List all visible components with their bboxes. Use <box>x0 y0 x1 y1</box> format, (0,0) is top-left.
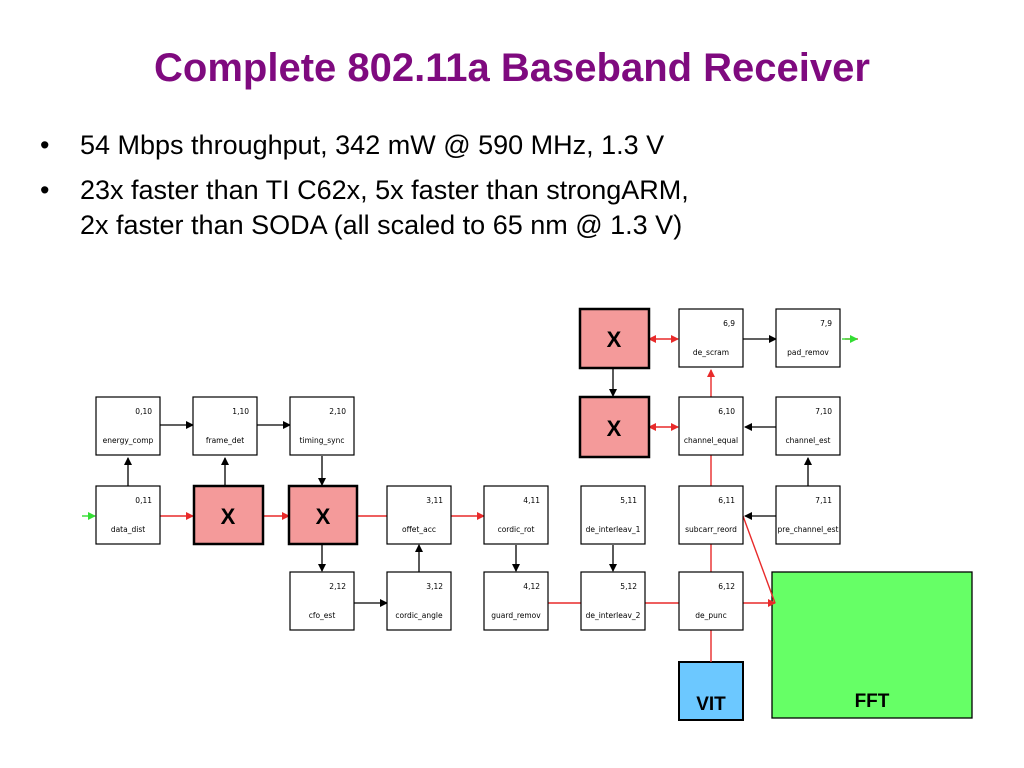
block-timing-sync: 2,10 timing_sync <box>289 396 355 456</box>
block-name: frame_det <box>206 436 244 445</box>
block-coord: 7,9 <box>820 319 832 328</box>
block-coord: 0,11 <box>135 496 152 505</box>
red-path <box>742 515 776 604</box>
block-name: timing_sync <box>300 436 345 445</box>
bullet-list: • 54 Mbps throughput, 342 mW @ 590 MHz, … <box>36 128 996 253</box>
block-coord: 5,11 <box>620 496 637 505</box>
block-coord: 6,9 <box>723 319 735 328</box>
x-block <box>578 395 651 459</box>
block-coord: 1,10 <box>232 407 249 416</box>
block-pad-remov: 7,9 pad_remov <box>775 308 841 368</box>
block-box <box>95 396 161 456</box>
block-de-interleav-2: 5,12 de_interleav_2 <box>580 571 646 631</box>
x-label: X <box>607 416 622 441</box>
block-de-scram: 6,9 de_scram <box>678 308 744 368</box>
block-name: subcarr_reord <box>685 525 737 534</box>
block-name: pad_remov <box>787 348 829 357</box>
block-channel-est: 7,10 channel_est <box>775 396 841 456</box>
x-block <box>287 484 359 546</box>
block-name: de_interleav_2 <box>586 611 641 620</box>
bullet-text: 23x faster than TI C62x, 5x faster than … <box>80 175 689 205</box>
block-box <box>775 485 841 545</box>
bullet-item: • 23x faster than TI C62x, 5x faster tha… <box>36 173 996 243</box>
block-coord: 6,12 <box>718 582 735 591</box>
block-de-interleav-1: 5,11 de_interleav_1 <box>580 485 646 545</box>
x-label: X <box>221 504 236 529</box>
block-name: energy_comp <box>103 436 154 445</box>
bullet-text: 54 Mbps throughput, 342 mW @ 590 MHz, 1.… <box>80 130 665 160</box>
block-coord: 3,11 <box>426 496 443 505</box>
block-box <box>678 396 744 456</box>
block-name: data_dist <box>111 525 145 534</box>
block-name: pre_channel_est <box>778 525 839 534</box>
block-coord: 7,10 <box>815 407 832 416</box>
block-subcarr-reord: 6,11 subcarr_reord <box>678 485 744 545</box>
block-energy-comp: 0,10 energy_comp <box>95 396 161 456</box>
block-coord: 4,11 <box>523 496 540 505</box>
vit-label: VIT <box>696 694 726 715</box>
block-box <box>580 485 646 545</box>
block-frame-det: 1,10 frame_det <box>192 396 258 456</box>
block-box <box>483 485 549 545</box>
block-offet-acc: 3,11 offet_acc <box>386 485 452 545</box>
block-cordic-rot: 4,11 cordic_rot <box>483 485 549 545</box>
block-name: de_interleav_1 <box>586 525 641 534</box>
x-label: X <box>607 327 622 352</box>
block-name: de_scram <box>693 348 729 357</box>
block-box <box>386 485 452 545</box>
bullet-glyph: • <box>40 175 50 205</box>
x-block <box>578 307 651 370</box>
block-box <box>678 485 744 545</box>
block-box <box>483 571 549 631</box>
block-coord: 0,10 <box>135 407 152 416</box>
block-name: cordic_rot <box>498 525 535 534</box>
block-box <box>289 396 355 456</box>
block-cfo-est: 2,12 cfo_est <box>289 571 355 631</box>
block-box <box>95 485 161 545</box>
block-name: cfo_est <box>309 611 336 620</box>
block-name: guard_remov <box>491 611 541 620</box>
block-coord: 2,12 <box>329 582 346 591</box>
block-data-dist: 0,11 data_dist <box>95 485 161 545</box>
block-box <box>289 571 355 631</box>
slide-title: Complete 802.11a Baseband Receiver <box>154 46 870 90</box>
block-box <box>775 396 841 456</box>
bullet-glyph: • <box>40 130 50 160</box>
block-name: de_punc <box>695 611 727 620</box>
block-name: offet_acc <box>402 525 436 534</box>
block-box <box>386 571 452 631</box>
block-coord: 2,10 <box>329 407 346 416</box>
block-cordic-angle: 3,12 cordic_angle <box>386 571 452 631</box>
block-name: cordic_angle <box>395 611 443 620</box>
block-channel-equal: 6,10 channel_equal <box>678 396 744 456</box>
block-name: channel_equal <box>684 436 738 445</box>
block-box <box>192 396 258 456</box>
block-box <box>580 571 646 631</box>
vit-block <box>678 661 744 721</box>
block-de-punc: 6,12 de_punc <box>678 571 744 631</box>
block-coord: 6,11 <box>718 496 735 505</box>
block-coord: 4,12 <box>523 582 540 591</box>
block-name: channel_est <box>786 436 831 445</box>
block-coord: 6,10 <box>718 407 735 416</box>
x-block <box>192 484 265 546</box>
bullet-item: • 54 Mbps throughput, 342 mW @ 590 MHz, … <box>36 128 996 163</box>
fft-label: FFT <box>855 691 890 712</box>
block-coord: 5,12 <box>620 582 637 591</box>
block-coord: 7,11 <box>815 496 832 505</box>
bullet-text: 2x faster than SODA (all scaled to 65 nm… <box>80 210 683 240</box>
block-pre-channel-est: 7,11 pre_channel_est <box>775 485 841 545</box>
fft-block <box>771 571 973 719</box>
block-guard-remov: 4,12 guard_remov <box>483 571 549 631</box>
block-box <box>775 308 841 368</box>
block-coord: 3,12 <box>426 582 443 591</box>
block-box <box>678 571 744 631</box>
block-box <box>678 308 744 368</box>
x-label: X <box>316 504 331 529</box>
